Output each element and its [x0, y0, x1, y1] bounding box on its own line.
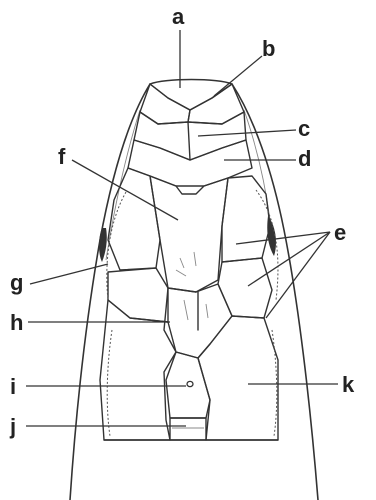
label-j: j — [9, 414, 16, 439]
internasal-left — [140, 84, 190, 124]
leader-g — [30, 264, 108, 284]
interparietal-scale — [166, 352, 210, 418]
head-outline-left — [70, 84, 150, 500]
label-f: f — [58, 144, 66, 169]
superciliary-right-mark — [267, 216, 276, 256]
label-i: i — [10, 374, 16, 399]
supraocular-right-lower — [218, 258, 272, 318]
prefrontal-midline — [188, 122, 190, 160]
parietal-scale-right — [198, 316, 278, 440]
label-h: h — [10, 310, 23, 335]
frontoparietal-texture — [184, 300, 208, 320]
supraocular-right-upper — [222, 176, 270, 262]
leader-f — [72, 160, 178, 220]
label-a: a — [172, 4, 185, 29]
frontal-scale — [150, 176, 228, 292]
rostral-scale — [150, 80, 232, 111]
parietal-scale-left — [100, 300, 176, 440]
leader-b — [214, 56, 262, 96]
label-k: k — [342, 372, 355, 397]
supraocular-left-lower — [108, 268, 168, 322]
label-d: d — [298, 146, 311, 171]
occipital-scale — [170, 418, 206, 440]
frontal-texture — [176, 252, 196, 276]
label-b: b — [262, 36, 275, 61]
label-g: g — [10, 270, 23, 295]
leader-e-2 — [248, 232, 330, 286]
leader-c — [198, 130, 296, 136]
label-c: c — [298, 116, 310, 141]
supraocular-left-upper — [108, 168, 160, 270]
superciliary-left-mark — [99, 228, 107, 262]
parietal-eye — [187, 381, 193, 386]
parietal-dashed-left — [107, 330, 112, 436]
leader-e-1 — [236, 232, 330, 244]
head-inner-line-right — [244, 110, 270, 220]
label-e: e — [334, 220, 346, 245]
